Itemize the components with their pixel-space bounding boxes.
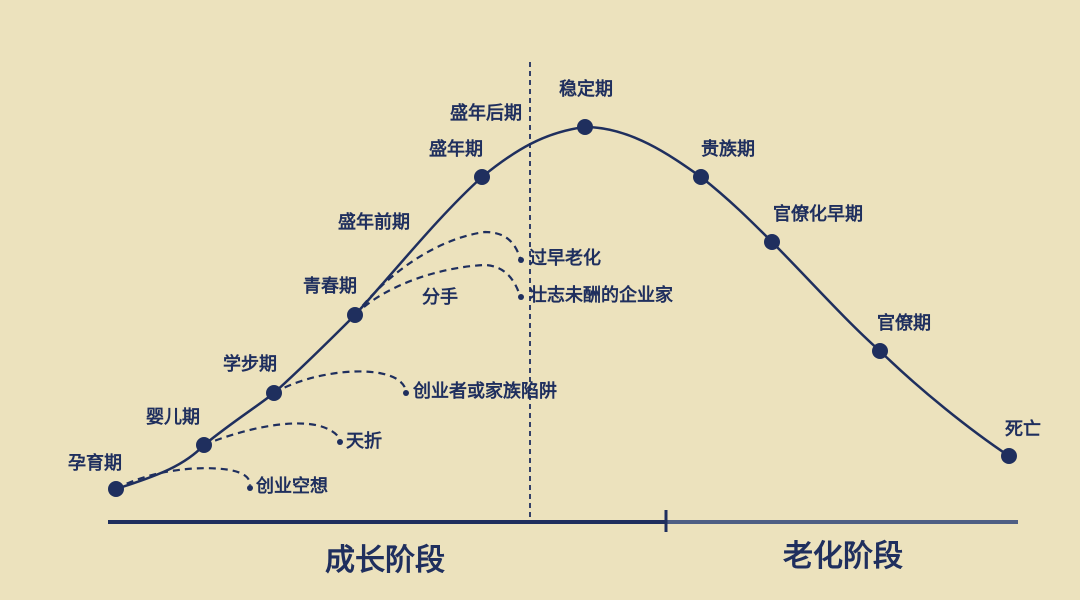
label-early-prime: 盛年前期 xyxy=(338,212,410,233)
point-adolescence xyxy=(347,307,363,323)
label-founder-trap: 创业者或家族陷阱 xyxy=(413,381,557,402)
label-affair: 创业空想 xyxy=(256,476,328,497)
label-growth-phase: 成长阶段 xyxy=(325,543,445,578)
point-early-bureaucracy xyxy=(764,234,780,250)
label-aristocracy: 贵族期 xyxy=(701,139,755,160)
label-toddler: 学步期 xyxy=(223,354,277,375)
label-late-prime: 盛年后期 xyxy=(450,103,522,124)
point-bureaucracy xyxy=(872,343,888,359)
point-infancy xyxy=(196,437,212,453)
point-aristocracy xyxy=(693,169,709,185)
dashed-path-premature-aging xyxy=(354,230,522,316)
unfulfilled-end-dot xyxy=(518,294,524,300)
label-unfulfilled: 壮志未酬的企业家 xyxy=(529,285,673,306)
point-stable xyxy=(577,119,593,135)
label-infancy: 婴儿期 xyxy=(146,407,200,428)
label-death: 死亡 xyxy=(1005,419,1041,440)
label-adolescence: 青春期 xyxy=(303,276,357,297)
founder-trap-end-dot xyxy=(403,390,409,396)
infant-mortality-end-dot xyxy=(337,439,343,445)
label-infant-mortality: 天折 xyxy=(346,431,382,452)
label-bureaucracy: 官僚期 xyxy=(877,313,931,334)
lifecycle-curve xyxy=(115,125,1010,491)
point-toddler xyxy=(266,385,282,401)
label-early-bureaucracy: 官僚化早期 xyxy=(773,204,863,225)
point-death xyxy=(1001,448,1017,464)
premature-aging-end-dot xyxy=(518,257,524,263)
dashed-path-affair xyxy=(115,467,252,490)
affair-end-dot xyxy=(247,485,253,491)
label-conception: 孕育期 xyxy=(68,453,122,474)
dashed-path-founder-trap xyxy=(273,370,408,394)
dashed-path-infant-mortality xyxy=(203,422,342,447)
label-premature-aging: 过早老化 xyxy=(529,248,601,269)
point-prime xyxy=(474,169,490,185)
label-prime: 盛年期 xyxy=(429,139,483,160)
label-aging-phase: 老化阶段 xyxy=(783,539,903,574)
dashed-path-unfulfilled xyxy=(354,263,522,316)
label-divorce: 分手 xyxy=(422,287,458,308)
point-conception xyxy=(108,481,124,497)
label-stable: 稳定期 xyxy=(559,79,613,100)
